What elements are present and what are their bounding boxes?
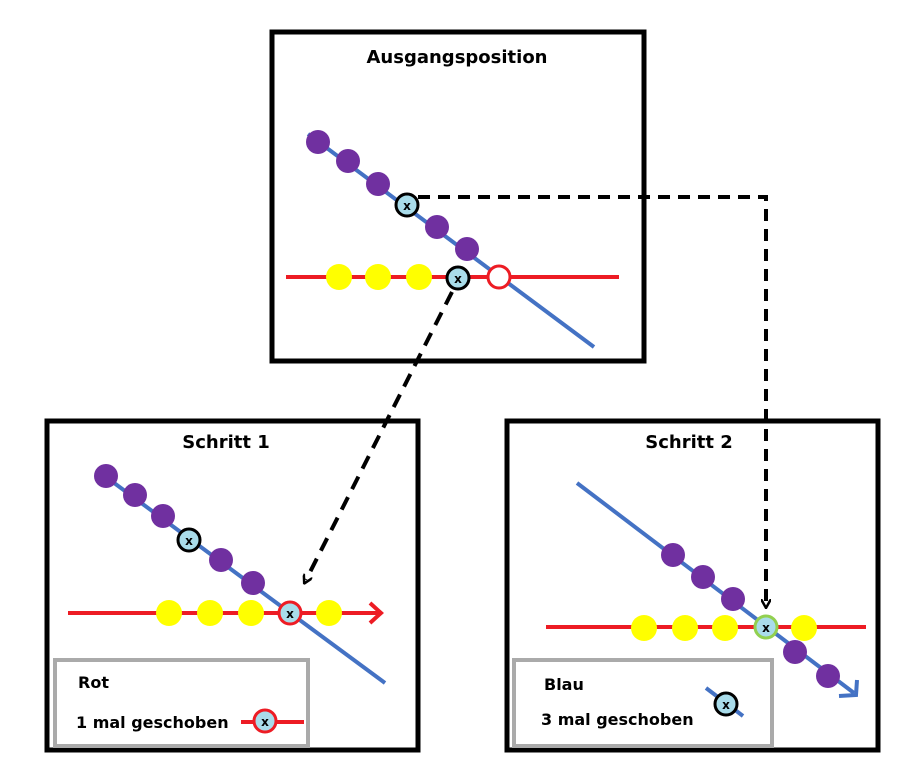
svg-text:x: x — [185, 534, 193, 548]
yellow-bead — [365, 264, 391, 290]
blue-line — [575, 481, 856, 695]
svg-text:x: x — [286, 607, 294, 621]
panel-title: Schritt 1 — [182, 432, 270, 453]
yellow-bead — [326, 264, 352, 290]
purple-bead — [661, 543, 685, 567]
panel-schritt-1: Schritt 1 x x Rot 1 mal geschoben — [44, 418, 421, 753]
legend-box-rot: Rot 1 mal geschoben x — [53, 658, 310, 748]
marker-red-line: x — [277, 600, 303, 626]
panel-title: Ausgangsposition — [367, 47, 548, 68]
svg-text:x: x — [722, 698, 730, 712]
purple-bead — [425, 215, 449, 239]
legend-marker — [252, 708, 278, 734]
purple-bead — [816, 664, 840, 688]
purple-bead — [94, 464, 118, 488]
purple-bead — [783, 640, 807, 664]
purple-bead — [721, 587, 745, 611]
yellow-bead — [238, 600, 264, 626]
legend-color-label: Rot — [78, 673, 109, 692]
yellow-bead — [712, 615, 738, 641]
purple-bead — [336, 149, 360, 173]
legend-text: 1 mal geschoben — [76, 713, 229, 732]
svg-text:x: x — [261, 715, 269, 729]
purple-bead — [455, 237, 479, 261]
yellow-bead — [156, 600, 182, 626]
purple-bead — [241, 571, 265, 595]
marker-intersection: x — [753, 614, 779, 640]
svg-text:x: x — [403, 199, 411, 213]
panel-title: Schritt 2 — [645, 432, 733, 453]
legend-text: 3 mal geschoben — [541, 710, 694, 729]
panel-frame — [504, 418, 881, 753]
yellow-bead — [791, 615, 817, 641]
arrow-to-step2 — [418, 195, 766, 604]
purple-bead — [123, 483, 147, 507]
yellow-bead — [672, 615, 698, 641]
marker-blue-line: x — [394, 192, 420, 218]
panel-frame — [44, 418, 421, 753]
purple-bead — [306, 130, 330, 154]
purple-bead — [366, 172, 390, 196]
yellow-bead — [631, 615, 657, 641]
arrow-to-step1 — [306, 291, 454, 580]
purple-bead — [209, 548, 233, 572]
blue-arrowhead — [838, 679, 859, 698]
panel-schritt-2: Schritt 2 x Blau 3 mal geschoben x — [504, 418, 881, 753]
marker-red-line: x — [445, 265, 471, 291]
purple-bead — [151, 504, 175, 528]
legend-marker — [713, 691, 739, 717]
yellow-bead — [197, 600, 223, 626]
legend-color-label: Blau — [544, 675, 584, 694]
yellow-bead — [406, 264, 432, 290]
svg-text:x: x — [762, 621, 770, 635]
red-arrowhead — [368, 601, 384, 625]
legend-box-blau: Blau 3 mal geschoben x — [512, 658, 774, 748]
svg-text:x: x — [454, 272, 462, 286]
marker-blue-line: x — [176, 527, 202, 553]
yellow-bead — [316, 600, 342, 626]
empty-intersection — [486, 264, 512, 290]
purple-bead — [691, 565, 715, 589]
